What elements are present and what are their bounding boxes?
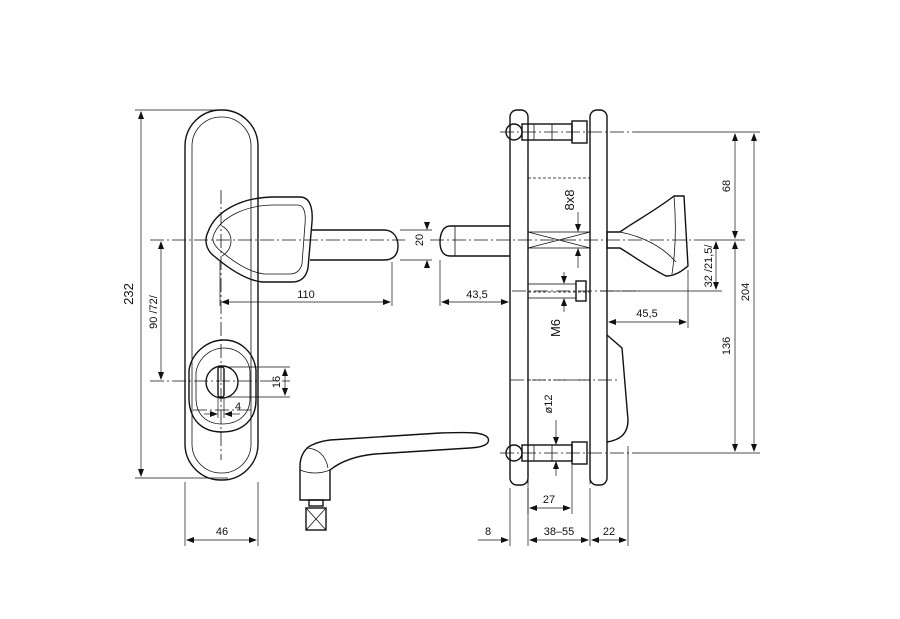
keyhole-rosette-inner — [195, 347, 251, 425]
inner-plate — [589, 109, 608, 486]
dim-plate-width: 46 — [216, 526, 228, 538]
keyhole-rosette — [188, 339, 257, 433]
handle-bar — [310, 229, 399, 261]
side-view: 8x8 43,5 M6 45,5 32 /21,5/ 68 136 204 — [430, 109, 760, 546]
dim-handle-offset: 43,5 — [466, 289, 487, 301]
cylinder-guard — [606, 334, 629, 443]
handle-rosette-inner — [212, 204, 306, 275]
dim-knob-projection: 45,5 — [636, 308, 657, 320]
dim-total-spacing: 204 — [740, 283, 752, 301]
dim-lower-distance: 136 — [721, 337, 733, 355]
front-view: 232 90 /72/ 110 20 16 4 46 — [121, 109, 432, 546]
dim-door-thickness: 38–55 — [544, 526, 575, 538]
lever-handle-detail — [299, 431, 490, 531]
dim-knob-offset: 32 /21,5/ — [703, 244, 715, 288]
outer-plate — [509, 109, 529, 486]
dim-inner-plate: 22 — [603, 526, 615, 538]
spindle-square — [305, 507, 327, 531]
dim-keyhole-height: 16 — [271, 376, 283, 388]
dim-handle-diameter: 20 — [414, 234, 426, 246]
handle-tip-arc — [221, 225, 232, 257]
escutcheon-plate — [184, 109, 259, 481]
dim-thread: M6 — [548, 319, 563, 337]
dim-bolt-length: 27 — [543, 494, 555, 506]
dim-handle-length: 110 — [297, 289, 315, 301]
escutcheon-inner-edge — [191, 116, 252, 474]
dim-square-spindle: 8x8 — [562, 190, 577, 211]
dim-bolt-diameter: ø12 — [543, 395, 555, 414]
dim-keyhole-width: 4 — [235, 401, 241, 413]
keyhole-cylinder — [205, 365, 239, 399]
dim-hole-spacing: 90 /72/ — [148, 294, 160, 329]
dim-upper-distance: 68 — [721, 180, 733, 192]
dim-overall-height: 232 — [121, 283, 136, 305]
keyhole-slot — [217, 366, 225, 398]
handle-stub — [439, 225, 510, 257]
handle-rosette — [205, 196, 313, 283]
knob — [606, 195, 689, 277]
dim-outer-plate: 8 — [485, 526, 491, 538]
